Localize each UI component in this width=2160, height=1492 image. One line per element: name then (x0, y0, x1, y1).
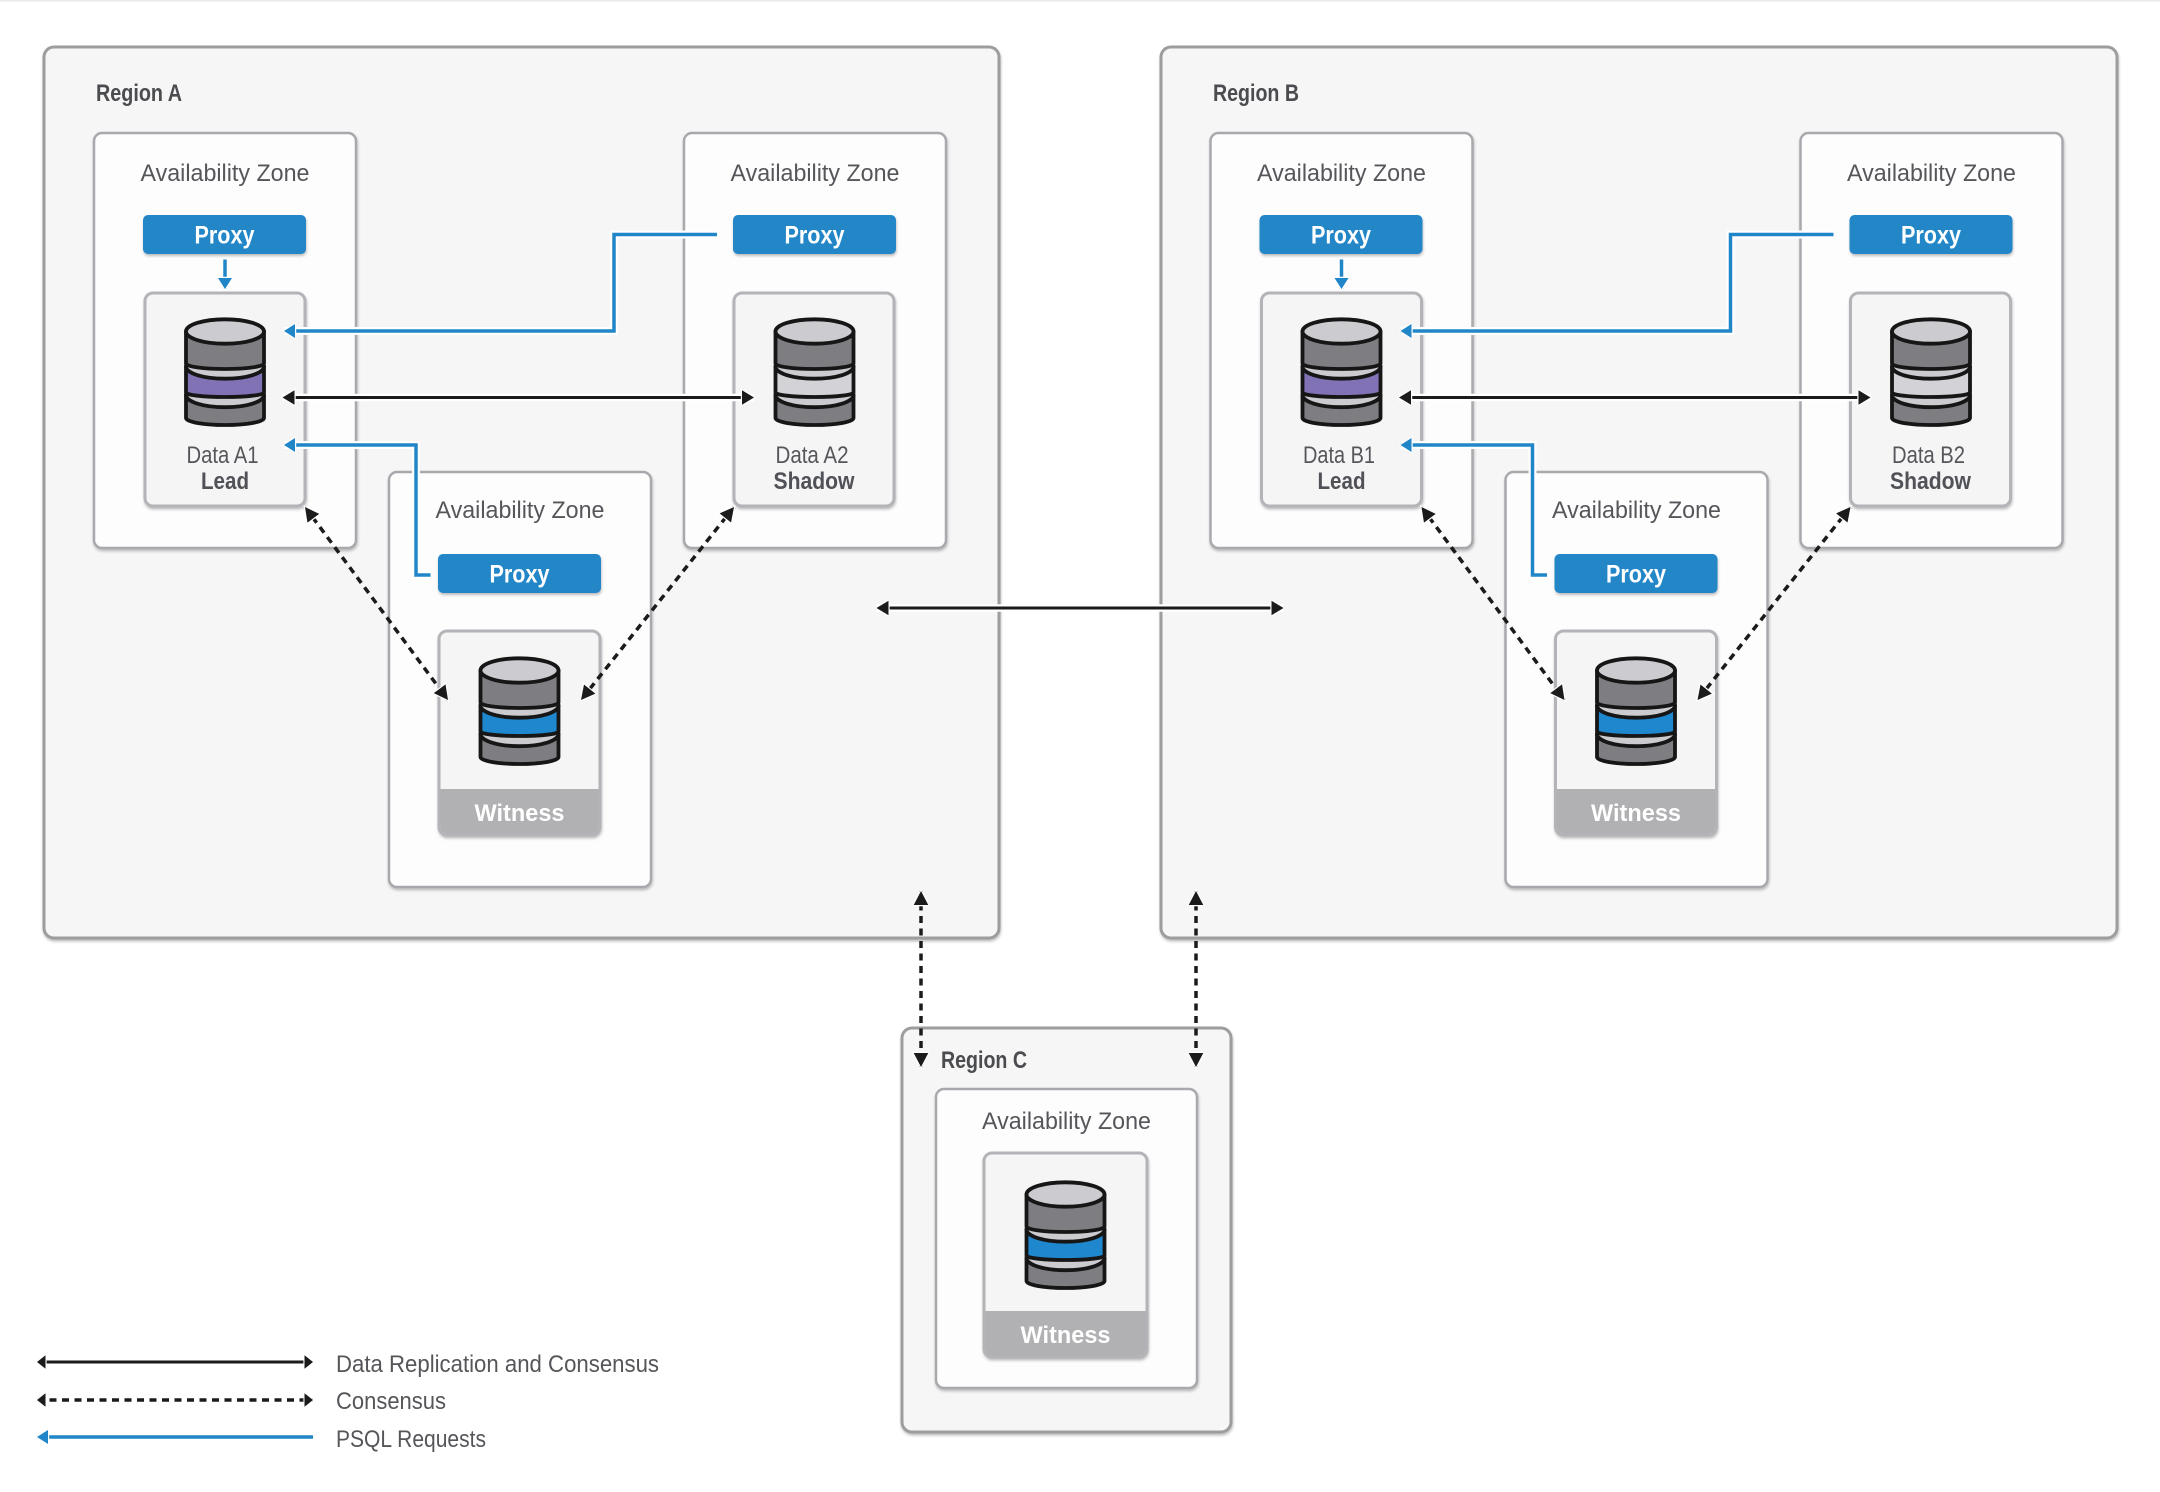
svg-text:Shadow: Shadow (1890, 468, 1971, 495)
svg-text:Lead: Lead (1318, 468, 1366, 495)
svg-text:Proxy: Proxy (1311, 222, 1371, 250)
svg-text:Data B2: Data B2 (1892, 442, 1965, 469)
svg-text:Region B: Region B (1213, 80, 1299, 107)
svg-text:Shadow: Shadow (774, 468, 855, 495)
svg-text:Proxy: Proxy (490, 561, 550, 589)
svg-text:Availability Zone: Availability Zone (731, 160, 900, 187)
svg-text:Proxy: Proxy (785, 222, 845, 250)
svg-text:Data A2: Data A2 (776, 442, 849, 469)
svg-text:Witness: Witness (475, 800, 565, 827)
svg-text:Consensus: Consensus (336, 1388, 446, 1415)
svg-text:Region C: Region C (941, 1047, 1027, 1074)
svg-text:PSQL Requests: PSQL Requests (336, 1426, 486, 1453)
svg-text:Proxy: Proxy (195, 222, 255, 250)
svg-text:Availability Zone: Availability Zone (982, 1108, 1151, 1135)
svg-text:Availability Zone: Availability Zone (1847, 160, 2016, 187)
svg-text:Proxy: Proxy (1901, 222, 1961, 250)
svg-text:Data B1: Data B1 (1303, 442, 1375, 469)
svg-text:Region A: Region A (96, 80, 182, 107)
svg-text:Witness: Witness (1021, 1322, 1111, 1349)
svg-text:Availability Zone: Availability Zone (1257, 160, 1426, 187)
svg-text:Proxy: Proxy (1606, 561, 1666, 589)
svg-text:Availability Zone: Availability Zone (141, 160, 310, 187)
svg-text:Data A1: Data A1 (187, 442, 259, 469)
svg-text:Lead: Lead (201, 468, 249, 495)
svg-text:Witness: Witness (1591, 800, 1681, 827)
svg-text:Data Replication and Consensus: Data Replication and Consensus (336, 1351, 659, 1378)
svg-text:Availability Zone: Availability Zone (436, 497, 605, 524)
svg-text:Availability Zone: Availability Zone (1552, 497, 1721, 524)
